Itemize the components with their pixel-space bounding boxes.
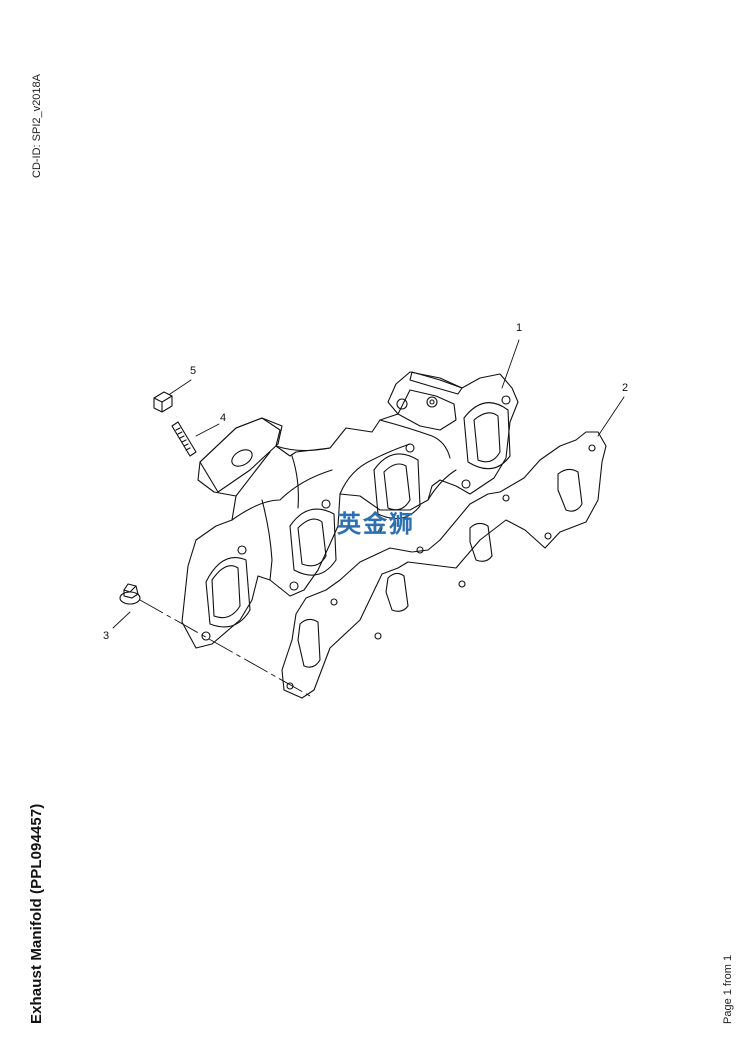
callout-4: 4	[220, 412, 226, 424]
callout-1: 1	[516, 322, 522, 334]
gasket-hole	[374, 632, 382, 640]
leader-line-2	[597, 396, 625, 437]
watermark-logo: 英金狮	[337, 510, 415, 538]
gasket-hole	[458, 580, 466, 588]
gasket-port-3	[469, 522, 493, 562]
callout-5: 5	[190, 365, 196, 377]
stud-drawing	[171, 421, 197, 457]
callout-3: 3	[103, 630, 109, 642]
callout-2: 2	[622, 382, 628, 394]
gasket-hole	[588, 444, 596, 452]
assembly-center-line	[139, 599, 311, 697]
gasket-outline	[281, 431, 607, 699]
gasket-hole	[502, 494, 510, 502]
leader-line-3	[112, 611, 131, 629]
gasket-hole	[330, 598, 338, 606]
nut-drawing	[153, 391, 173, 413]
flange-hole	[231, 449, 253, 467]
leader-line-5	[169, 379, 192, 395]
manifold-port-4	[473, 412, 501, 463]
manifold-port-3	[383, 463, 411, 511]
gasket-port-4	[557, 468, 583, 512]
manifold-port-2	[297, 518, 327, 567]
leader-lines	[112, 339, 625, 629]
gasket-hole	[544, 532, 552, 540]
gasket-drawing	[281, 431, 607, 699]
manifold-port-1	[211, 565, 241, 619]
leader-line-1	[501, 339, 520, 389]
gasket-port-2	[385, 572, 409, 612]
manifold-drawing	[181, 371, 519, 649]
gasket-hole	[416, 546, 424, 554]
flanged-nut-drawing	[119, 583, 141, 605]
gasket-port-1	[297, 618, 321, 668]
leader-line-4	[195, 423, 220, 437]
